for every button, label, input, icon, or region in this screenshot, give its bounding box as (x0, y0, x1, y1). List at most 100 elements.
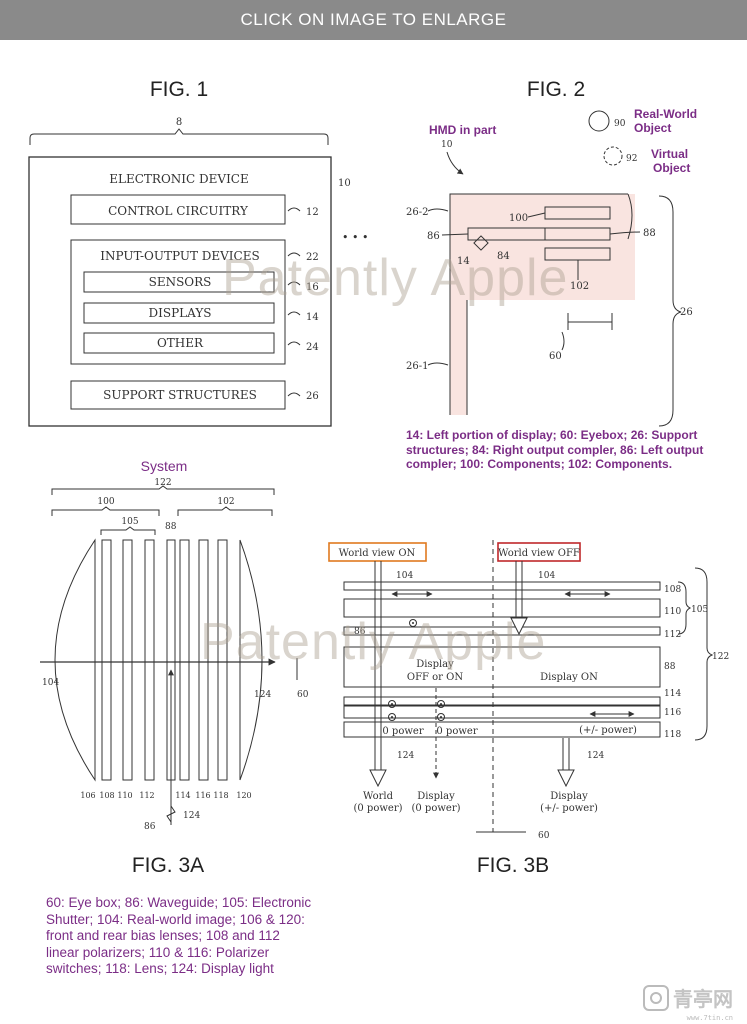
fig3-caption: 60: Eye box; 86: Waveguide; 105: Electro… (46, 895, 312, 976)
lens-118 (217, 539, 228, 781)
fig1-ref-14: 14 (306, 312, 319, 323)
svg-text:Display: Display (550, 791, 588, 802)
svg-text:26: 26 (680, 307, 693, 318)
fig2-title: FIG. 2 (527, 78, 585, 101)
layer-112 (343, 626, 661, 636)
svg-text:108: 108 (664, 585, 681, 595)
fig1-support-label: SUPPORT STRUCTURES (103, 388, 257, 402)
layer-108 (343, 581, 661, 591)
fig3a-title: FIG. 3A (132, 854, 204, 877)
layer-88-display (343, 646, 661, 688)
rear-bias-lens-120 (239, 539, 263, 781)
polarizer-switch-110 (122, 539, 133, 781)
fig3a-ref-118: 118 (213, 791, 228, 800)
fig1-ref-22: 22 (306, 252, 319, 263)
logo-text: 青亭网 (673, 987, 733, 1011)
svg-text:124: 124 (397, 751, 414, 761)
fig2-ref-10: 10 (441, 140, 453, 150)
svg-text:86: 86 (144, 822, 156, 832)
svg-text:104: 104 (396, 571, 413, 581)
fig1-ref-10: 10 (338, 178, 351, 189)
fig1-title: FIG. 1 (150, 78, 208, 101)
fig3a-ref-106: 106 (80, 791, 95, 800)
svg-text:World: World (363, 791, 394, 802)
virtual-object-icon (603, 146, 623, 166)
svg-text:0 power: 0 power (436, 726, 477, 737)
enlarge-banner[interactable]: CLICK ON IMAGE TO ENLARGE (0, 0, 747, 40)
fig1-brace (29, 128, 329, 145)
svg-text:(0 power): (0 power) (411, 803, 460, 814)
svg-text:Display: Display (417, 791, 455, 802)
display-on-arrow (557, 769, 575, 788)
svg-text:105: 105 (691, 605, 708, 615)
svg-text:60: 60 (297, 690, 309, 700)
fig3a-ref-116: 116 (195, 791, 210, 800)
fig3a-ref-114: 114 (175, 791, 190, 800)
output-coupler-84 (473, 235, 489, 251)
svg-text:Real-World: Real-World (634, 107, 697, 121)
site-logo: 青亭网 (643, 983, 733, 1012)
svg-text:112: 112 (664, 630, 681, 640)
svg-text:26-1: 26-1 (406, 361, 428, 372)
svg-text:(+/- power): (+/- power) (540, 803, 598, 814)
fig1: FIG. 1 8 10 ELECTRONIC DEVICE CONTROL CI… (28, 78, 368, 427)
hmd-shading (450, 194, 635, 415)
fig3a-brace-122 (51, 485, 275, 495)
world-view-on-box (328, 542, 427, 562)
fig1-io-label: INPUT-OUTPUT DEVICES (100, 249, 259, 263)
front-bias-lens-106 (54, 538, 96, 782)
svg-text:100: 100 (97, 497, 114, 507)
svg-text:86: 86 (427, 231, 440, 242)
svg-text:86: 86 (354, 627, 366, 637)
svg-text:104: 104 (42, 678, 59, 688)
fig3a-ref-112: 112 (139, 791, 154, 800)
svg-text:118: 118 (664, 730, 681, 740)
hmd-housing (449, 193, 628, 415)
fig2-brace-26 (658, 195, 682, 427)
svg-text:60: 60 (538, 831, 550, 841)
fig1-sensors-label: SENSORS (149, 275, 212, 289)
world-view-off-arrow (510, 617, 528, 636)
svg-text:Display ON: Display ON (540, 672, 598, 683)
fig1-sensors-box (83, 271, 275, 293)
logo-icon (643, 984, 669, 1011)
fig1-displays-box (83, 302, 275, 324)
fig1-ellipsis: • • • (342, 231, 368, 244)
fig2-hmd-label: HMD in part (429, 123, 496, 137)
fig3a-ref-110: 110 (117, 791, 132, 800)
fig1-support-box (70, 380, 286, 410)
fig1-control-box (70, 194, 286, 225)
logo-url: www.7tin.cn (686, 1014, 733, 1022)
fig1-device-label: ELECTRONIC DEVICE (109, 172, 249, 186)
polarizer-108 (101, 539, 112, 781)
svg-text:124: 124 (254, 690, 271, 700)
layer-110 (343, 598, 661, 618)
svg-text:114: 114 (664, 689, 681, 699)
layer-116 (343, 705, 661, 719)
layer-114 (343, 696, 661, 706)
polarizer-112 (144, 539, 155, 781)
svg-text:104: 104 (538, 571, 555, 581)
svg-text:124: 124 (183, 811, 200, 821)
svg-text:116: 116 (664, 708, 681, 718)
svg-text:(0 power): (0 power) (353, 803, 402, 814)
svg-text:90: 90 (614, 119, 626, 129)
svg-text:110: 110 (664, 607, 681, 617)
svg-text:88: 88 (643, 228, 656, 239)
fig2: FIG. 2 HMD in part 10 90 Real-World Obje… (406, 78, 697, 427)
world-view-on-arrow (369, 769, 387, 788)
world-view-off-label: World view OFF (498, 548, 580, 559)
fig1-ref-16: 16 (306, 282, 319, 293)
svg-text:26-2: 26-2 (406, 207, 428, 218)
svg-text:0 power: 0 power (382, 726, 423, 737)
plate-114 (179, 539, 190, 781)
svg-text:100: 100 (509, 213, 528, 224)
fig1-other-label: OTHER (157, 336, 204, 350)
fig3a-ref-120: 120 (236, 791, 251, 800)
fig2-caption: 14: Left portion of display; 60: Eyebox;… (406, 428, 704, 471)
world-view-off-box (497, 542, 581, 562)
fig1-ref-12: 12 (306, 207, 319, 218)
svg-text:Display: Display (416, 659, 454, 670)
svg-text:OFF or ON: OFF or ON (407, 672, 463, 683)
